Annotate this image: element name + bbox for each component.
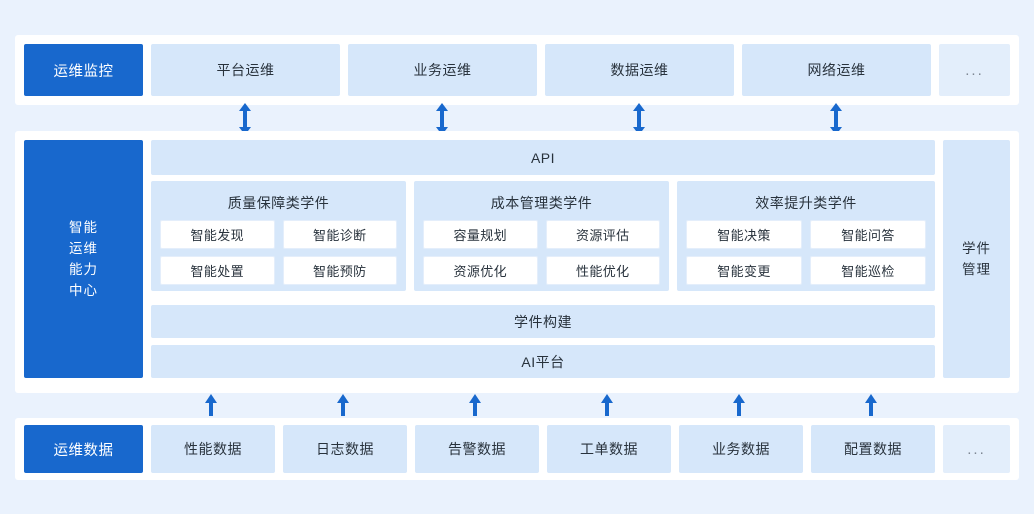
learnware-management-column[interactable]: 学件 管理 (943, 140, 1010, 378)
capability-center-line-2: 运维 (69, 241, 98, 256)
monitoring-item-data[interactable]: 数据运维 (545, 44, 734, 96)
arrow-up-icon (731, 393, 747, 417)
data-item-ticket[interactable]: 工单数据 (547, 425, 671, 473)
data-item-log[interactable]: 日志数据 (283, 425, 407, 473)
double-arrow-vertical-icon (236, 102, 254, 136)
arrow-up-icon (335, 393, 351, 417)
double-arrow-vertical-icon (827, 102, 845, 136)
capability-center-line-1: 智能 (69, 220, 98, 235)
capability-card[interactable]: 容量规划 (423, 220, 538, 249)
data-item-business-label: 业务数据 (712, 441, 770, 457)
double-arrow-vertical-icon (630, 102, 648, 136)
data-item-ticket-label: 工单数据 (580, 441, 638, 457)
api-bar[interactable]: API (151, 140, 935, 175)
capability-card[interactable]: 智能变更 (686, 256, 802, 285)
group-quality-assurance-title: 质量保障类学件 (227, 195, 330, 211)
group-efficiency-improvement: 效率提升类学件 智能决策 智能问答 智能变更 智能巡检 (677, 181, 935, 291)
capability-card[interactable]: 性能优化 (545, 256, 660, 285)
monitoring-item-overflow-label: ... (965, 61, 984, 79)
capability-card[interactable]: 智能巡检 (810, 256, 926, 285)
learnware-management-text: 学件 管理 (962, 238, 991, 280)
ai-platform-bar[interactable]: AI平台 (151, 345, 935, 378)
data-layer-label[interactable]: 运维数据 (24, 425, 143, 473)
arrow-up-icon (863, 393, 879, 417)
data-item-log-label: 日志数据 (316, 441, 374, 457)
capability-center-line-4: 中心 (69, 283, 98, 298)
capability-card[interactable]: 智能问答 (810, 220, 926, 249)
arrow-up-icon (467, 393, 483, 417)
data-item-overflow-label: ... (967, 440, 986, 458)
monitoring-item-overflow[interactable]: ... (939, 44, 1010, 96)
data-item-business[interactable]: 业务数据 (679, 425, 803, 473)
data-item-configuration[interactable]: 配置数据 (811, 425, 935, 473)
data-layer-label-text: 运维数据 (53, 442, 114, 459)
group-quality-assurance: 质量保障类学件 智能发现 智能诊断 智能处置 智能预防 (151, 181, 406, 291)
monitoring-layer-label-text: 运维监控 (53, 63, 114, 80)
group-cost-management-title: 成本管理类学件 (490, 195, 593, 211)
capability-card[interactable]: 智能发现 (160, 220, 275, 249)
monitoring-item-data-label: 数据运维 (610, 62, 669, 78)
group-efficiency-improvement-grid: 智能决策 智能问答 智能变更 智能巡检 (686, 220, 926, 285)
monitoring-item-network[interactable]: 网络运维 (742, 44, 931, 96)
capability-card[interactable]: 资源优化 (423, 256, 538, 285)
group-cost-management: 成本管理类学件 容量规划 资源评估 资源优化 性能优化 (414, 181, 669, 291)
capability-card[interactable]: 资源评估 (545, 220, 660, 249)
double-arrow-vertical-icon (433, 102, 451, 136)
monitoring-item-platform-label: 平台运维 (216, 62, 275, 78)
capability-center-label[interactable]: 智能 运维 能力 中心 (24, 140, 143, 378)
arrow-up-icon (203, 393, 219, 417)
monitoring-item-business[interactable]: 业务运维 (348, 44, 537, 96)
data-item-alarm[interactable]: 告警数据 (415, 425, 539, 473)
monitoring-item-network-label: 网络运维 (807, 62, 866, 78)
capability-center-label-text: 智能 运维 能力 中心 (69, 217, 98, 301)
monitoring-item-platform[interactable]: 平台运维 (151, 44, 340, 96)
data-item-overflow[interactable]: ... (943, 425, 1010, 473)
learnware-management-line-1: 学件 (962, 241, 991, 256)
capability-card[interactable]: 智能决策 (686, 220, 802, 249)
capability-card[interactable]: 智能处置 (160, 256, 275, 285)
learnware-build-bar-label: 学件构建 (514, 313, 572, 330)
capability-center-line-3: 能力 (69, 262, 98, 277)
arrow-up-icon (599, 393, 615, 417)
capability-card[interactable]: 智能预防 (282, 256, 397, 285)
data-item-configuration-label: 配置数据 (844, 441, 902, 457)
data-item-performance[interactable]: 性能数据 (151, 425, 275, 473)
learnware-management-line-2: 管理 (962, 262, 991, 277)
api-bar-label: API (530, 149, 556, 166)
monitoring-layer-label[interactable]: 运维监控 (24, 44, 143, 96)
data-item-performance-label: 性能数据 (184, 441, 242, 457)
data-item-alarm-label: 告警数据 (448, 441, 506, 457)
learnware-build-bar[interactable]: 学件构建 (151, 305, 935, 338)
group-efficiency-improvement-title: 效率提升类学件 (755, 195, 857, 211)
ai-platform-bar-label: AI平台 (521, 353, 565, 370)
capability-card[interactable]: 智能诊断 (282, 220, 397, 249)
group-quality-assurance-grid: 智能发现 智能诊断 智能处置 智能预防 (160, 220, 397, 285)
monitoring-item-business-label: 业务运维 (413, 62, 472, 78)
group-cost-management-grid: 容量规划 资源评估 资源优化 性能优化 (423, 220, 660, 285)
